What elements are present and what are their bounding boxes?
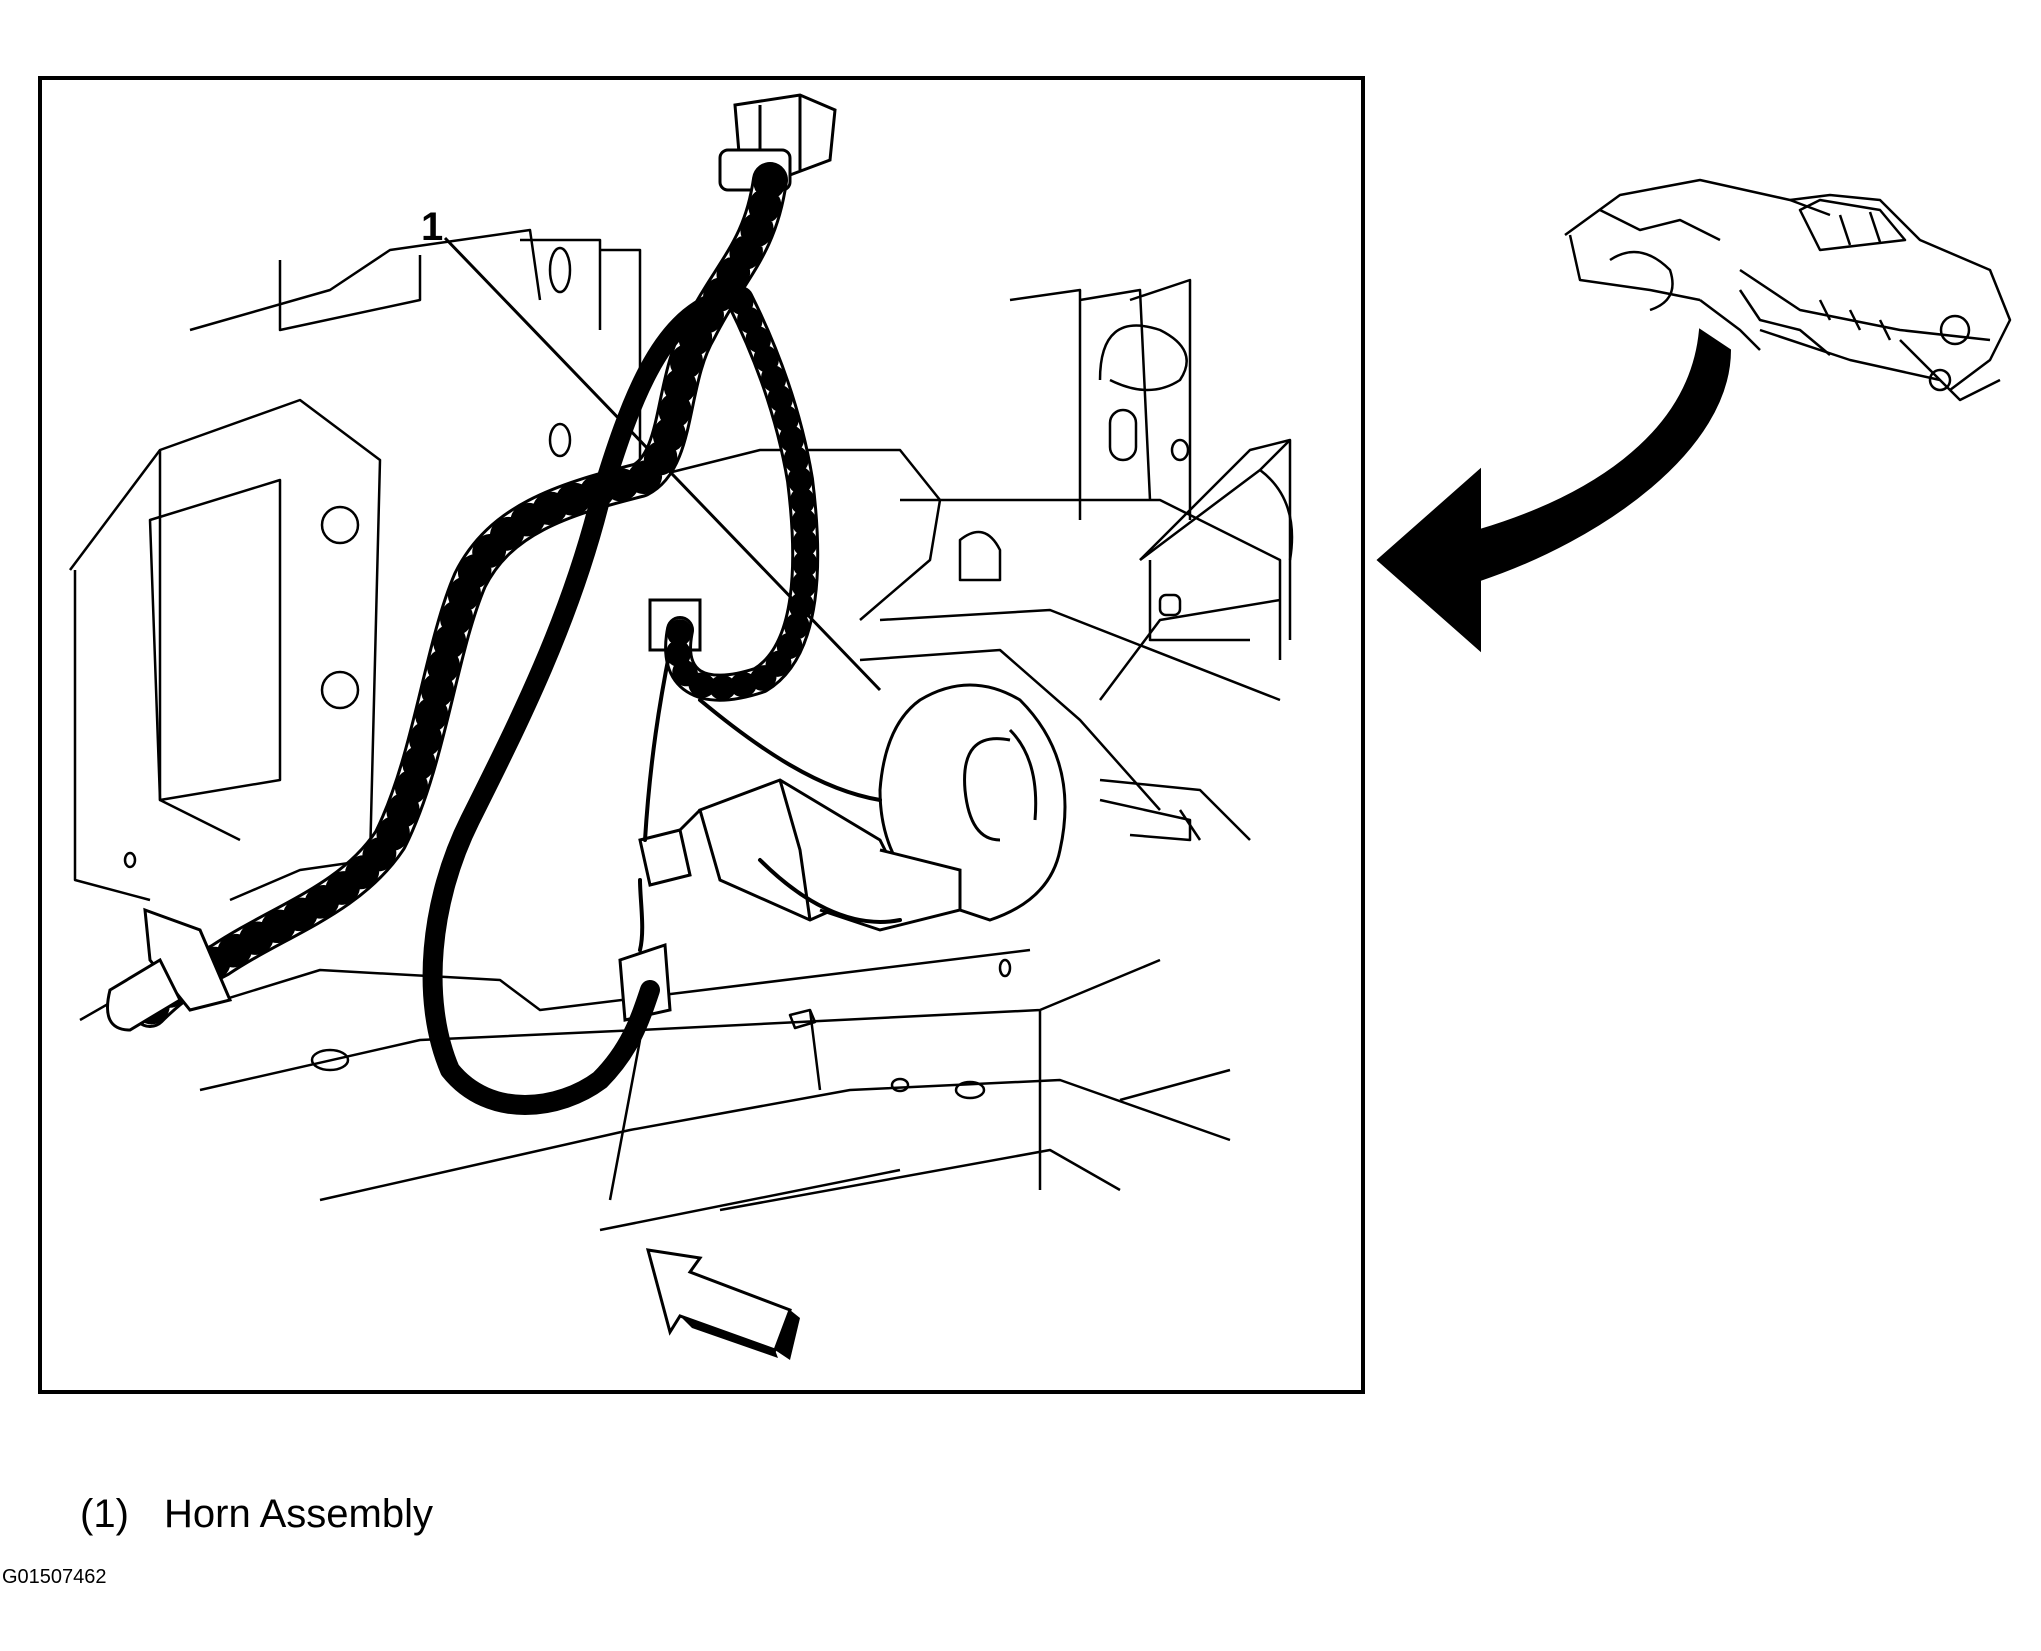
figure-id: G01507462	[2, 1566, 107, 1588]
legend-item-number: (1)	[80, 1492, 129, 1536]
legend-item-label: Horn Assembly	[164, 1492, 433, 1536]
legend: (1) Horn Assembly	[80, 1492, 433, 1537]
legend-item: (1) Horn Assembly	[80, 1492, 433, 1537]
wiring-harness	[132, 162, 902, 1115]
vehicle-locator-icon	[1564, 178, 2012, 402]
view-direction-arrow-icon	[645, 1248, 800, 1360]
detail-view-frame	[38, 76, 1365, 1394]
harness-clip	[106, 907, 233, 1032]
horn-assembly	[678, 683, 1067, 932]
locator-arrow-icon	[1376, 328, 1732, 653]
callout-leader-line	[443, 236, 882, 692]
engine-bay-structure	[69, 228, 1294, 1232]
callout-number-1: 1	[421, 205, 444, 249]
